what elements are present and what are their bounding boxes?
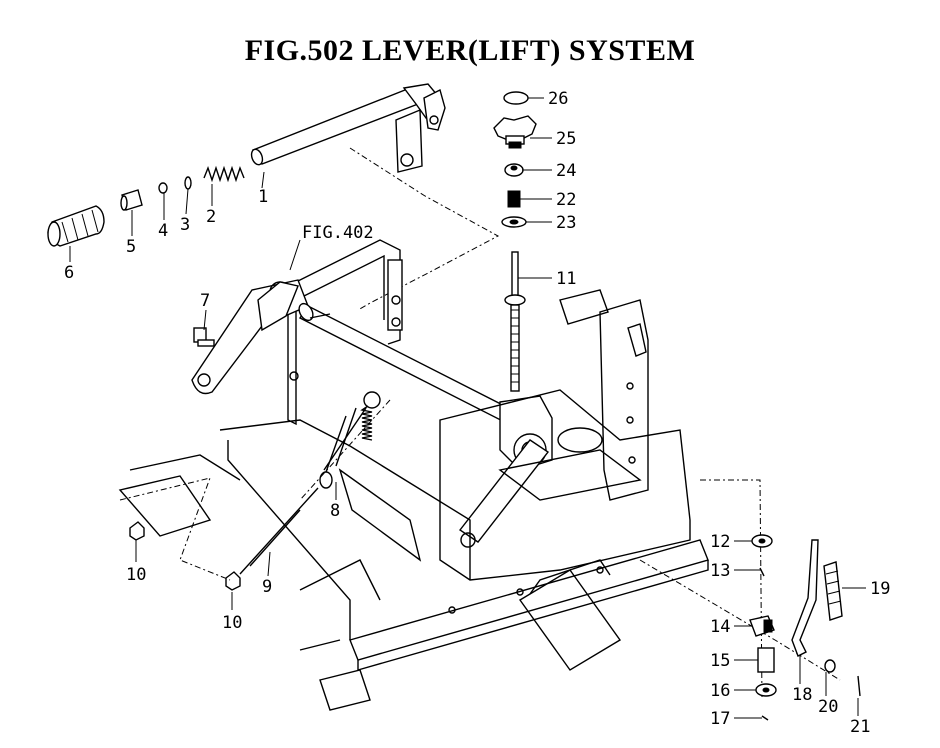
threaded-rod-11 [504, 251, 526, 392]
callout-7: 7 [200, 291, 210, 311]
washer-23-hole [509, 219, 519, 225]
nut-24-hole [510, 165, 518, 171]
grip-19 [823, 561, 843, 621]
callout-25: 25 [556, 129, 576, 149]
link-arm-18 [791, 539, 819, 657]
washer-20 [824, 659, 836, 673]
spring-2 [203, 165, 245, 183]
callout-11: 11 [556, 269, 576, 289]
snap-pin-4 [158, 182, 168, 194]
callout-24: 24 [556, 161, 576, 181]
nut-10-right [225, 571, 241, 591]
callout-17: 17 [710, 709, 730, 729]
frame-assembly [118, 239, 709, 711]
callout-6: 6 [64, 263, 74, 283]
leader-lines [69, 97, 866, 719]
callout-23: 23 [556, 213, 576, 233]
tension-spring-8 [319, 391, 381, 489]
callout-10-left: 10 [126, 565, 146, 585]
callout-12: 12 [710, 532, 730, 552]
callout-5: 5 [126, 237, 136, 257]
callout-1: 1 [258, 187, 268, 207]
callout-10-right: 10 [222, 613, 242, 633]
callout-16: 16 [710, 681, 730, 701]
reference-figure-label: FIG.402 [302, 223, 374, 243]
callout-18: 18 [792, 685, 812, 705]
callout-4: 4 [158, 221, 168, 241]
callout-13: 13 [710, 561, 730, 581]
callout-2: 2 [206, 207, 216, 227]
threaded-rod-9 [239, 487, 319, 575]
washer-12-hole [758, 538, 766, 544]
callout-21: 21 [850, 717, 870, 737]
callout-3: 3 [180, 215, 190, 235]
shaft-14 [749, 615, 775, 637]
lift-lever-rod [250, 83, 446, 173]
bushing-15 [757, 647, 775, 673]
callout-8: 8 [330, 501, 340, 521]
pin-21 [857, 675, 861, 697]
bolt-7 [193, 327, 215, 347]
callout-9: 9 [262, 577, 272, 597]
spring-22 [507, 190, 521, 208]
callout-22: 22 [556, 190, 576, 210]
washer-3 [184, 176, 192, 190]
callout-labels: 1 2 3 4 5 6 7 8 9 10 10 11 12 13 14 15 1… [64, 89, 890, 737]
callout-26: 26 [548, 89, 568, 109]
callout-14: 14 [710, 617, 730, 637]
figure-title: FIG.502 LEVER(LIFT) SYSTEM [244, 34, 696, 67]
washer-16-hole [762, 687, 770, 693]
pin-17 [761, 715, 769, 721]
callout-19: 19 [870, 579, 890, 599]
knob-25 [493, 115, 537, 149]
cap-26 [503, 91, 529, 105]
grip-6 [47, 205, 105, 247]
pin-13 [759, 567, 765, 577]
callout-20: 20 [818, 697, 838, 717]
collar-5 [120, 189, 143, 211]
callout-15: 15 [710, 651, 730, 671]
nut-10-left [129, 521, 145, 541]
